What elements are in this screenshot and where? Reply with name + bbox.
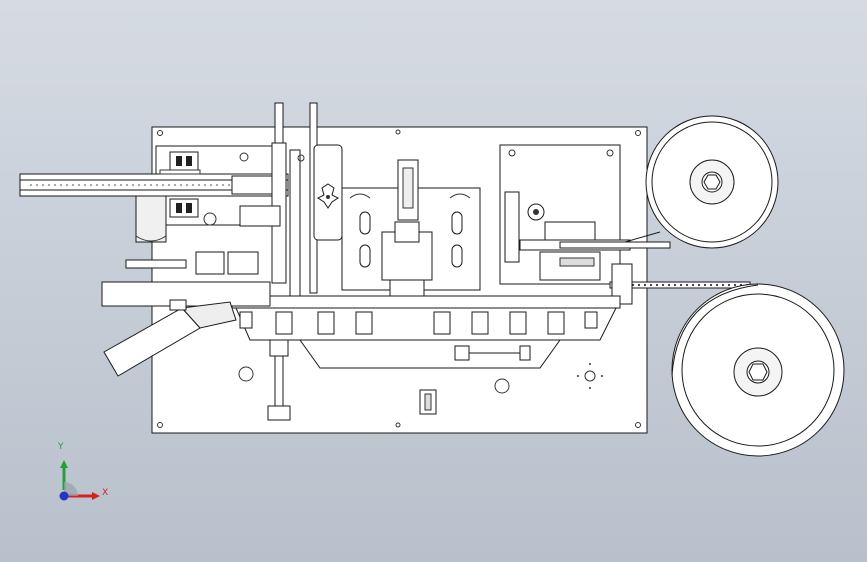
- z-axis-dot: [59, 491, 69, 501]
- knob-plate: [313, 144, 343, 241]
- right-tape-rails: [559, 231, 751, 305]
- y-axis-label: Y: [58, 442, 64, 452]
- discharge-chute: [101, 281, 271, 377]
- upper-reel: [645, 115, 779, 249]
- center-frame-plate: [341, 159, 481, 333]
- axis-triad: [59, 460, 100, 501]
- left-mid-components: [125, 205, 281, 275]
- x-axis-label: X: [102, 488, 109, 498]
- right-upper-plate: [499, 144, 631, 285]
- lower-reel: [671, 283, 845, 457]
- left-lower-rod: [267, 339, 291, 421]
- station-row: [231, 295, 621, 369]
- left-conveyor-rail: [19, 169, 289, 197]
